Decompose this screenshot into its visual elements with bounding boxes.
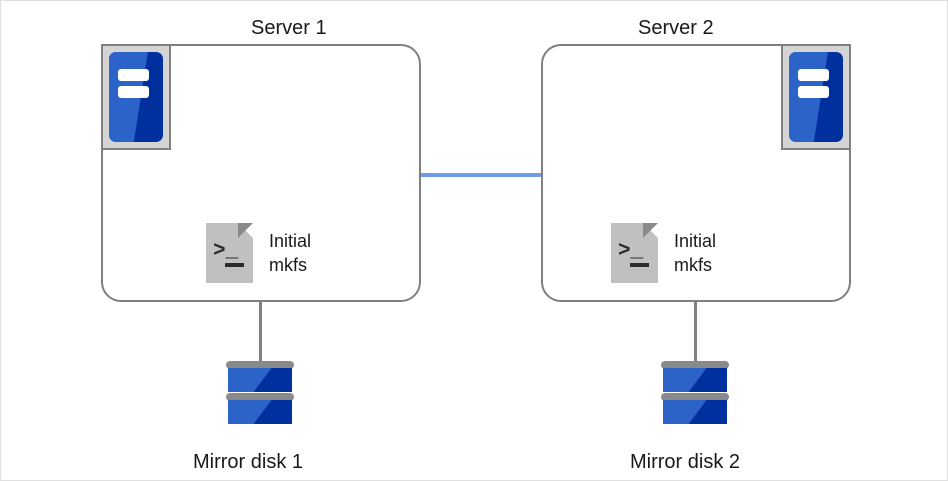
page-fold-corner-icon [643, 223, 658, 238]
disk-platter-2 [228, 400, 292, 424]
terminal-cursor-icon [630, 263, 649, 267]
disk-plate-top [661, 361, 729, 369]
server-2-initial-mkfs-group: >_ Initial mkfs [611, 223, 716, 283]
terminal-cursor-icon [225, 263, 244, 267]
server-icon-body [789, 52, 843, 142]
initial-mkfs-line-1: Initial [674, 230, 717, 251]
mirror-disk-2-label: Mirror disk 2 [630, 451, 741, 473]
initial-mkfs-line-2: mkfs [674, 255, 712, 275]
disk-platter-1 [228, 368, 292, 392]
server-icon-body [109, 52, 163, 142]
disk-plate-middle [661, 393, 729, 401]
initial-mkfs-line-2: mkfs [269, 255, 307, 275]
server-1-server-icon [101, 44, 171, 150]
mirror-disk-2-icon [661, 361, 729, 427]
disk-plate-top [226, 361, 294, 369]
terminal-prompt-glyph: >_ [213, 240, 239, 263]
disk-platter-2 [663, 400, 727, 424]
server-icon-slot-2 [798, 86, 830, 98]
server-2-disk-connector [694, 302, 697, 362]
server-icon-slot-2 [118, 86, 150, 98]
server-icon-slot-1 [118, 69, 150, 81]
page-fold-corner-icon [238, 223, 253, 238]
initial-mkfs-line-1: Initial [269, 230, 312, 251]
server-1-disk-connector [259, 302, 262, 362]
server-2-title: Server 2 [638, 17, 714, 39]
server-2-initial-mkfs-label: Initial mkfs [674, 229, 716, 278]
script-terminal-icon: >_ [611, 223, 658, 283]
script-terminal-icon: >_ [206, 223, 253, 283]
server-2-server-icon [781, 44, 851, 150]
disk-plate-middle [226, 393, 294, 401]
server-interconnect-line [421, 173, 541, 177]
server-1-initial-mkfs-group: >_ Initial mkfs [206, 223, 311, 283]
server-icon-slot-1 [798, 69, 830, 81]
server-1-title: Server 1 [251, 17, 327, 39]
terminal-prompt-glyph: >_ [618, 240, 644, 263]
disk-platter-1 [663, 368, 727, 392]
mirror-disk-1-label: Mirror disk 1 [193, 451, 304, 473]
server-1-initial-mkfs-label: Initial mkfs [269, 229, 311, 278]
mirror-disk-1-icon [226, 361, 294, 427]
